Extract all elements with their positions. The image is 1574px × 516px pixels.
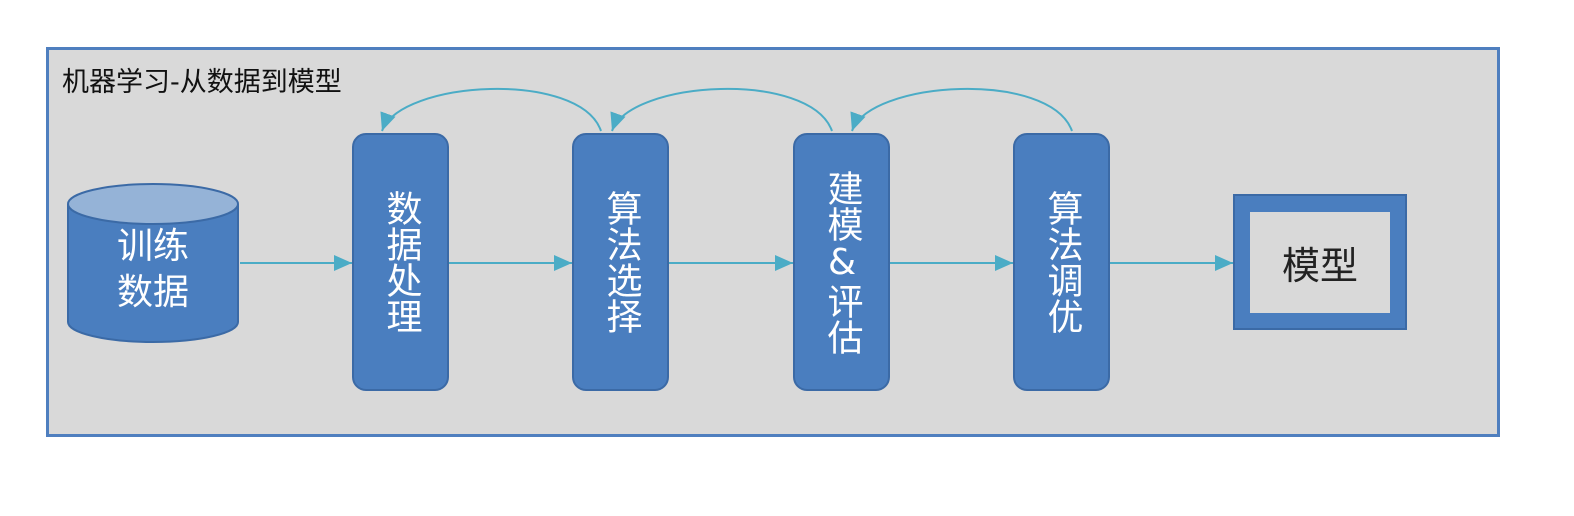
step-algorithm-selection: 算法选择: [572, 133, 669, 391]
model-label: 模型: [1250, 212, 1390, 313]
step-label: 算法调优: [1041, 190, 1083, 334]
diagram-title: 机器学习-从数据到模型: [62, 67, 342, 98]
training-data-label: 训练 数据: [66, 224, 240, 316]
step-label: 算法选择: [600, 190, 642, 334]
feedback-arc-modeling-to-selection: [610, 88, 833, 132]
step-label: 数据处理: [380, 190, 422, 334]
feedback-arc-tuning-to-modeling: [850, 88, 1073, 132]
database-cylinder-icon: [67, 183, 239, 343]
step-label: 建模&评估: [821, 169, 863, 355]
training-data-text: 训练 数据: [116, 226, 189, 313]
step-modeling-evaluation: 建模&评估: [793, 133, 890, 391]
feedback-arc-selection-to-processing: [380, 88, 602, 132]
step-data-processing: 数据处理: [352, 133, 449, 391]
step-algorithm-tuning: 算法调优: [1013, 133, 1110, 391]
